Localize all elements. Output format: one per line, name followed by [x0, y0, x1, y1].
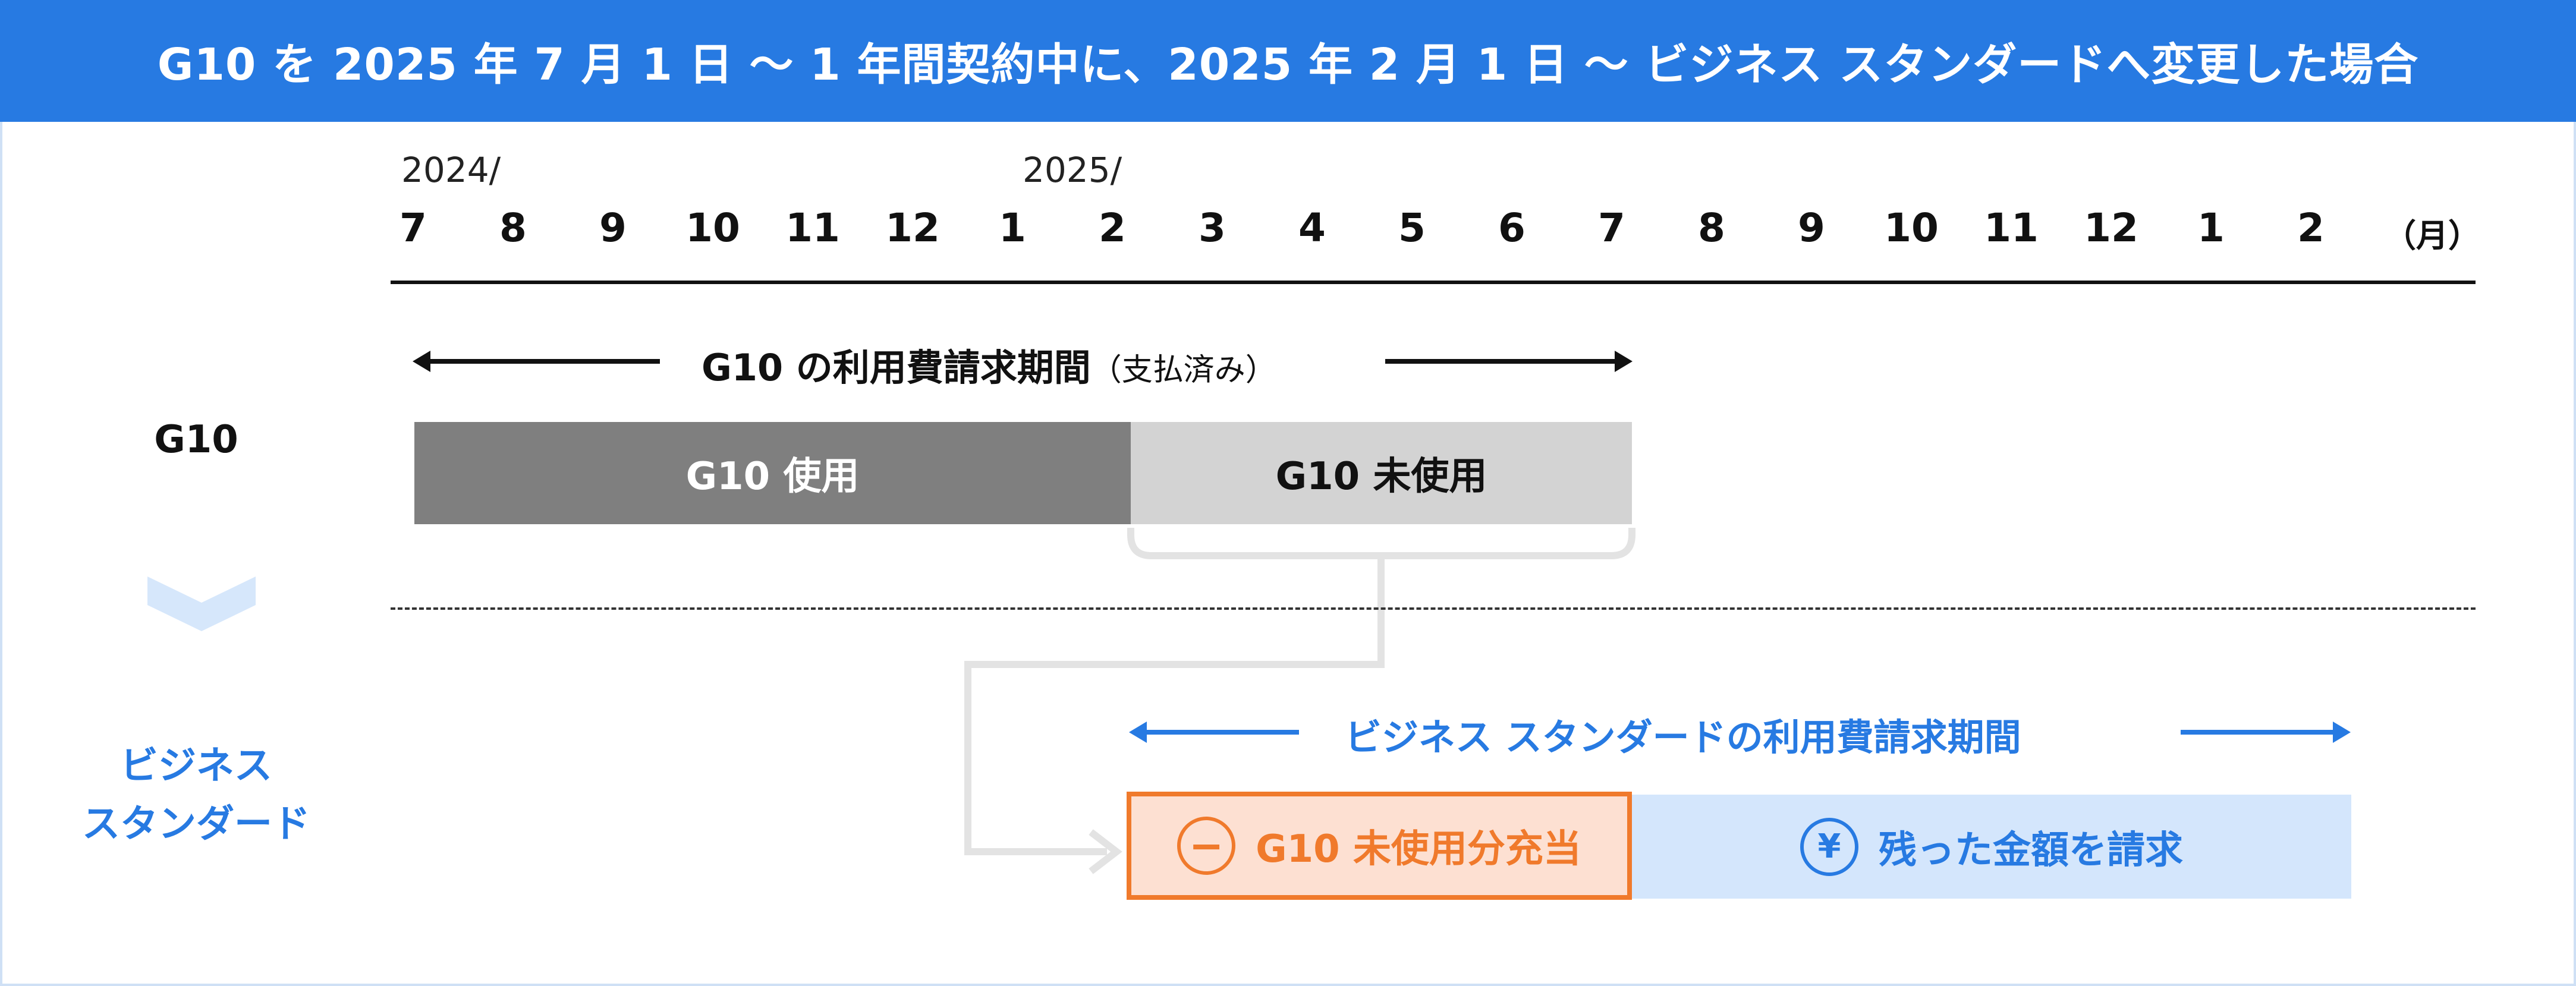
- month-label: 3: [1199, 205, 1226, 251]
- month-label: 5: [1398, 205, 1426, 251]
- g10-period-arrow-left: [413, 351, 660, 372]
- g10-unused-bar: G10 未使用: [1131, 422, 1632, 524]
- month-label: 12: [2084, 205, 2138, 251]
- month-label: 1: [2197, 205, 2225, 251]
- business-row-label-line2: スタンダード: [82, 802, 310, 846]
- g10-period-text: G10 の利用費請求期間: [702, 346, 1091, 389]
- month-label: 2: [1099, 205, 1126, 251]
- section-divider: [391, 607, 2476, 610]
- business-period-arrow-left: [1129, 722, 1299, 743]
- month-label: 2: [2297, 205, 2325, 251]
- timeline-axis: [391, 281, 2476, 284]
- month-label: 8: [1698, 205, 1725, 251]
- month-label: 10: [1884, 205, 1939, 251]
- month-label: 11: [1984, 205, 2039, 251]
- minus-icon: −: [1177, 817, 1236, 875]
- yen-icon: ¥: [1800, 817, 1858, 876]
- business-period-label: ビジネス スタンダードの利用費請求期間: [1345, 716, 2021, 759]
- g10-credit-bar: − G10 未使用分充当: [1127, 792, 1632, 900]
- month-label: 1: [999, 205, 1026, 251]
- g10-row-label: G10: [154, 418, 238, 462]
- year-label-2024: 2024/: [401, 150, 501, 190]
- business-row-label: ビジネス スタンダード: [54, 737, 339, 853]
- month-label: 7: [1598, 205, 1625, 251]
- month-unit-label: （月）: [2384, 217, 2480, 254]
- month-label: 12: [885, 205, 940, 251]
- remaining-charge-bar: ¥ 残った金額を請求: [1632, 795, 2351, 899]
- g10-period-label: G10 の利用費請求期間（支払済み）: [702, 338, 1276, 391]
- g10-period-arrow-right: [1385, 351, 1633, 372]
- business-period-arrow-right: [2181, 722, 2351, 743]
- remaining-charge-label: 残った金額を請求: [1879, 828, 2183, 872]
- year-label-2025: 2025/: [1023, 150, 1122, 190]
- g10-credit-label: G10 未使用分充当: [1256, 827, 1581, 871]
- g10-used-bar: G10 使用: [414, 422, 1131, 524]
- business-row-label-line1: ビジネス: [120, 744, 272, 788]
- header-title: G10 を 2025 年 7 月 1 日 〜 1 年間契約中に、2025 年 2…: [0, 0, 2576, 122]
- month-label: 10: [685, 205, 740, 251]
- month-label: 4: [1298, 205, 1326, 251]
- g10-period-note: （支払済み）: [1090, 352, 1276, 388]
- month-label: 7: [400, 205, 427, 251]
- month-label: 9: [599, 205, 627, 251]
- month-label: 9: [1798, 205, 1825, 251]
- chevron-down-icon: [147, 577, 256, 631]
- month-label: 11: [785, 205, 840, 251]
- month-label: 8: [499, 205, 527, 251]
- month-label: 6: [1498, 205, 1526, 251]
